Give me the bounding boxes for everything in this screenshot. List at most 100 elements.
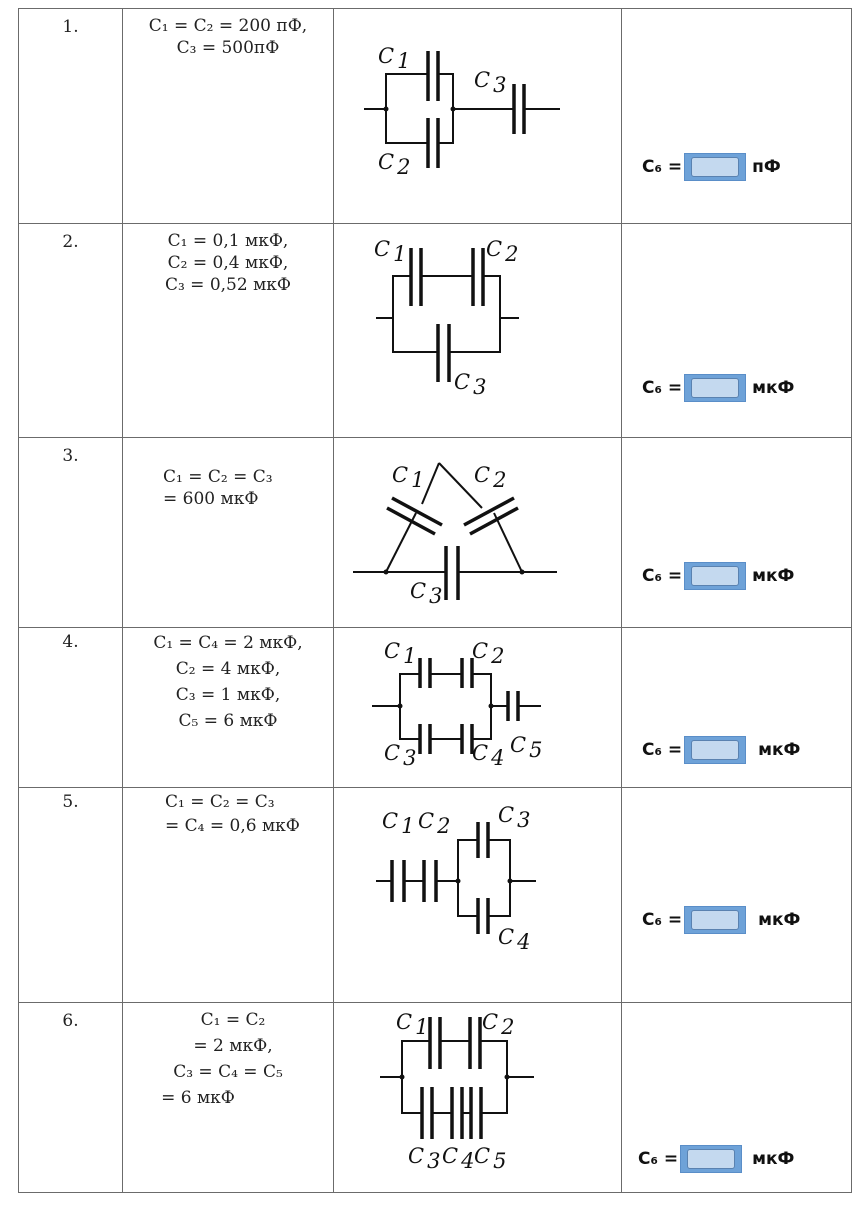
answer-unit: пФ: [752, 157, 781, 177]
given-line: C₃ = 0,52 мкФ: [164, 275, 292, 295]
answer-cell: C₆ = пФ: [621, 8, 852, 224]
given-line: C₁ = 0,1 мкФ,: [167, 231, 289, 251]
answer-unit: мкФ: [758, 910, 801, 930]
answer-cell: C₆ = мкФ: [621, 627, 852, 788]
task-number: 6.: [18, 1002, 123, 1193]
answer-label: C₆ =: [642, 378, 683, 398]
given-line: C₁ = C₂ = 200 пФ,: [148, 16, 308, 36]
task-row-6: 6. C₁ = C₂ = 2 мкФ, C₃ = C₄ = C₅ = 6 мкФ: [18, 1002, 852, 1193]
answer-cell: C₆ = мкФ: [621, 223, 852, 438]
given-line: C₂ = 0,4 мкФ,: [167, 253, 289, 273]
answer-cell: C₆ = мкФ: [621, 787, 852, 1003]
answer-label: C₆ =: [642, 740, 683, 760]
answer-label: C₆ =: [642, 157, 683, 177]
answer-input[interactable]: [691, 910, 740, 930]
task-number: 5.: [18, 787, 123, 1003]
answer-box: [684, 736, 747, 764]
given-line: C₁ = C₂: [200, 1010, 266, 1030]
task-row-5: 5. C₁ = C₂ = C₃ = C₄ = 0,6 мкФ: [18, 787, 852, 1003]
answer-input[interactable]: [691, 157, 740, 177]
given-values: C₁ = C₂ = C₃ = C₄ = 0,6 мкФ: [122, 787, 334, 1003]
given-values: C₁ = C₂ = 200 пФ, C₃ = 500пФ: [122, 8, 334, 224]
answer-row: C₆ = мкФ: [642, 562, 794, 590]
task-number: 1.: [18, 8, 123, 224]
answer-input[interactable]: [691, 740, 740, 760]
answer-row: C₆ = мкФ: [642, 374, 794, 402]
answer-cell: C₆ = мкФ: [621, 437, 852, 628]
answer-box: [680, 1145, 743, 1173]
answer-label: C₆ =: [642, 566, 683, 586]
answer-input[interactable]: [691, 566, 740, 586]
given-line: C₃ = 500пФ: [176, 38, 280, 58]
answer-row: C₆ = пФ: [642, 153, 781, 181]
given-line: C₃ = 1 мкФ,: [175, 685, 281, 705]
answer-input[interactable]: [687, 1149, 736, 1169]
answer-label: C₆ =: [638, 1149, 679, 1169]
answer-box: [684, 906, 747, 934]
answer-input[interactable]: [691, 378, 740, 398]
answer-unit: мкФ: [752, 378, 795, 398]
given-values: C₁ = C₄ = 2 мкФ, C₂ = 4 мкФ, C₃ = 1 мкФ,…: [122, 627, 334, 788]
given-line: C₁ = C₂ = C₃: [163, 467, 273, 487]
answer-box: [684, 153, 747, 181]
given-line: C₃ = C₄ = C₅: [173, 1062, 283, 1082]
answer-row: C₆ = мкФ: [642, 906, 800, 934]
task-row-4: 4. C₁ = C₄ = 2 мкФ, C₂ = 4 мкФ, C₃ = 1 м…: [18, 627, 852, 788]
task-number: 2.: [18, 223, 123, 438]
answer-unit: мкФ: [752, 566, 795, 586]
task-number: 3.: [18, 437, 123, 628]
answer-unit: мкФ: [752, 1149, 795, 1169]
task-number: 4.: [18, 627, 123, 788]
given-line: = C₄ = 0,6 мкФ: [165, 816, 300, 836]
answer-row: C₆ = мкФ: [638, 1145, 794, 1173]
given-line: = 600 мкФ: [163, 489, 259, 509]
given-values: C₁ = C₂ = 2 мкФ, C₃ = C₄ = C₅ = 6 мкФ: [122, 1002, 334, 1193]
given-line: = 6 мкФ: [161, 1088, 235, 1108]
answer-box: [684, 374, 747, 402]
given-values: C₁ = C₂ = C₃ = 600 мкФ: [122, 437, 334, 628]
given-line: C₁ = C₄ = 2 мкФ,: [153, 633, 303, 653]
given-line: C₂ = 4 мкФ,: [175, 659, 281, 679]
task-row-2: 2. C₁ = 0,1 мкФ, C₂ = 0,4 мкФ, C₃ = 0,52…: [18, 223, 852, 438]
answer-cell: C₆ = мкФ: [621, 1002, 852, 1193]
given-values: C₁ = 0,1 мкФ, C₂ = 0,4 мкФ, C₃ = 0,52 мк…: [122, 223, 334, 438]
answer-label: C₆ =: [642, 910, 683, 930]
answer-box: [684, 562, 747, 590]
given-line: C₁ = C₂ = C₃: [165, 792, 275, 812]
